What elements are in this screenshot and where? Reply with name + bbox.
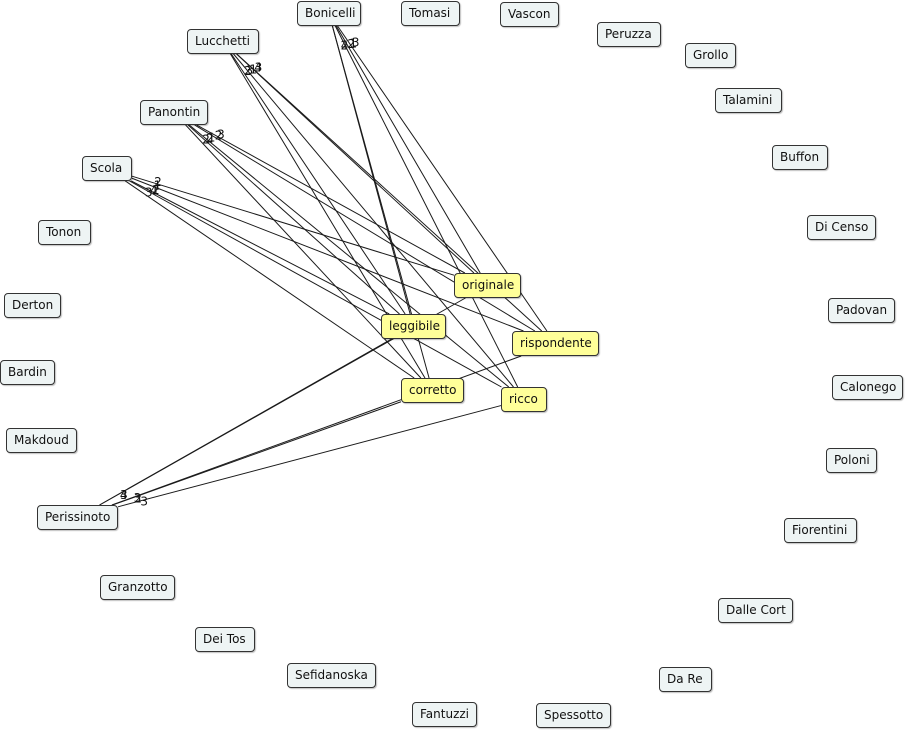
edge-panontin-rispondente — [194, 124, 536, 332]
node-originale[interactable]: originale — [454, 273, 521, 298]
edge-perissinoto-ricco — [117, 405, 502, 508]
node-fiorentini[interactable]: Fiorentini — [784, 518, 857, 543]
edge-panontin-leggibile — [187, 124, 400, 315]
edge-weight-label: 3 — [145, 185, 153, 199]
edge-weight-label: 3 — [217, 128, 225, 142]
edge-weight-label: 2 — [202, 133, 210, 147]
node-tonon[interactable]: Tonon — [38, 220, 91, 245]
node-peruzza[interactable]: Peruzza — [597, 22, 661, 47]
edge-weight-label: 4 — [254, 61, 262, 75]
edge-scola-corretto — [125, 180, 415, 379]
node-vascon[interactable]: Vascon — [500, 2, 559, 27]
edge-perissinoto-corretto — [112, 401, 402, 506]
node-corretto[interactable]: corretto — [401, 378, 464, 403]
edge-weight-label: 2 — [206, 131, 214, 145]
node-perissinoto[interactable]: Perissinoto — [37, 505, 118, 530]
edge-panontin-originale — [196, 124, 466, 274]
edge-lucchetti-leggibile — [230, 53, 406, 315]
edge-lucchetti-originale — [236, 53, 475, 274]
edge-bonicelli-ricco — [334, 25, 519, 388]
edge-weight-label: 1 — [208, 131, 216, 145]
node-calonego[interactable]: Calonego — [832, 375, 903, 400]
edge-weight-label: 3 — [245, 64, 253, 78]
edge-weight-label: 1 — [154, 179, 162, 193]
edge-weight-label: 4 — [120, 488, 128, 502]
edge-weight-label: 4 — [150, 184, 158, 198]
node-derton[interactable]: Derton — [4, 293, 61, 318]
edge-weight-label: 2 — [347, 37, 355, 51]
node-bardin[interactable]: Bardin — [0, 360, 55, 385]
edge-weight-label: 2 — [134, 491, 142, 505]
node-sefidanoska[interactable]: Sefidanoska — [287, 663, 376, 688]
edge-scola-originale — [131, 175, 455, 276]
edge-weight-label: 2 — [154, 175, 162, 189]
node-bonicelli[interactable]: Bonicelli — [297, 1, 361, 26]
node-fantuzzi[interactable]: Fantuzzi — [412, 702, 477, 727]
node-talamini[interactable]: Talamini — [715, 88, 782, 113]
node-dallecort[interactable]: Dalle Cort — [718, 598, 793, 623]
node-buffon[interactable]: Buffon — [772, 145, 828, 170]
node-dicenso[interactable]: Di Censo — [807, 215, 876, 240]
node-scola[interactable]: Scola — [82, 156, 132, 181]
edge-weight-label: 3 — [134, 491, 142, 505]
edge-weight-label: 3 — [140, 495, 148, 509]
edge-weight-label: 1 — [349, 36, 357, 50]
edge-weight-label: 2 — [341, 38, 349, 52]
node-tomasi[interactable]: Tomasi — [401, 1, 460, 26]
node-deitos[interactable]: Dei Tos — [195, 627, 255, 652]
edge-panontin-corretto — [185, 124, 422, 379]
node-leggibile[interactable]: leggibile — [381, 314, 446, 339]
edge-lucchetti-ricco — [233, 53, 514, 388]
edge-scola-ricco — [129, 180, 502, 388]
node-lucchetti[interactable]: Lucchetti — [187, 29, 259, 54]
edge-bonicelli-originale — [335, 25, 481, 274]
node-panontin[interactable]: Panontin — [140, 100, 208, 125]
edge-scola-leggibile — [131, 180, 390, 315]
edge-weight-label: 2 — [215, 128, 223, 142]
edge-weight-label: 3 — [352, 35, 360, 49]
node-dare[interactable]: Da Re — [659, 667, 712, 692]
node-granzotto[interactable]: Granzotto — [100, 575, 175, 600]
node-poloni[interactable]: Poloni — [826, 448, 877, 473]
node-rispondente[interactable]: rispondente — [512, 331, 599, 356]
edge-scola-rispondente — [131, 177, 524, 332]
node-spessotto[interactable]: Spessotto — [536, 703, 611, 728]
node-padovan[interactable]: Padovan — [828, 298, 895, 323]
node-grollo[interactable]: Grollo — [685, 43, 736, 68]
edge-weight-label: 1 — [249, 62, 257, 76]
edge-weight-label: 3 — [120, 488, 128, 502]
node-makdoud[interactable]: Makdoud — [6, 428, 77, 453]
node-ricco[interactable]: ricco — [501, 387, 547, 412]
edge-panontin-ricco — [188, 124, 510, 388]
edge-weight-label: 3 — [255, 60, 263, 74]
edge-weight-label: 2 — [152, 183, 160, 197]
